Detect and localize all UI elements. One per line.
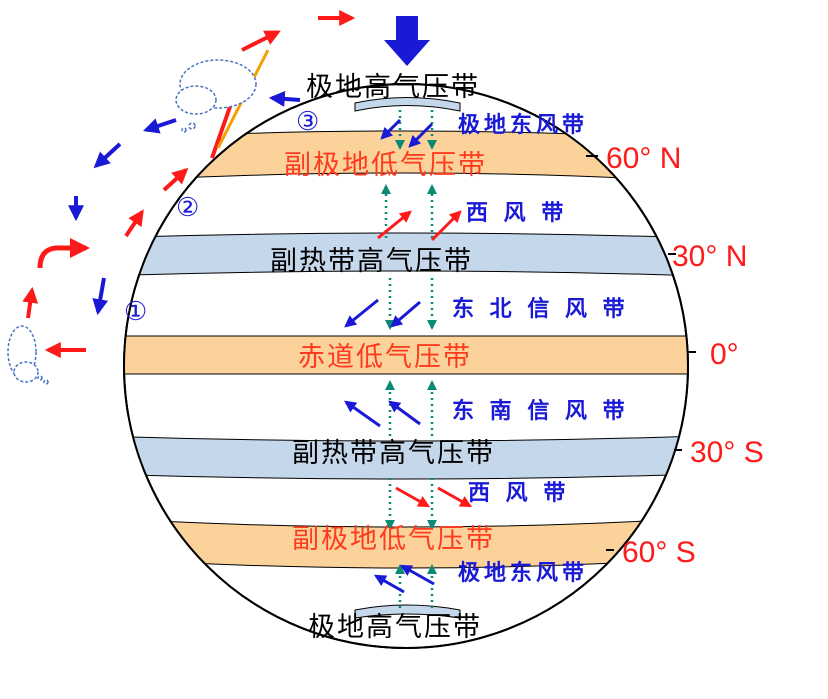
label-lat-30s: 30° S bbox=[690, 436, 764, 469]
label-subpolar-low-south: 副极地低气压带 bbox=[292, 524, 495, 555]
band-polar-high-north bbox=[354, 97, 461, 112]
cloud-icon bbox=[7, 59, 257, 385]
label-lat-equator: 0° bbox=[710, 338, 739, 371]
bands bbox=[124, 97, 688, 619]
label-westerlies-south: 西 风 带 bbox=[468, 481, 569, 506]
label-subtropical-high-north: 副热带高气压带 bbox=[270, 246, 473, 277]
label-lat-60s: 60° S bbox=[622, 536, 696, 569]
band-subtropical-high-north bbox=[124, 232, 688, 277]
label-subpolar-low-north: 副极地低气压带 bbox=[284, 150, 487, 181]
vertical-flows bbox=[381, 110, 437, 608]
label-se-trades: 东 南 信 风 带 bbox=[452, 398, 629, 424]
label-lat-60n: 60° N bbox=[606, 142, 681, 175]
label-cell-2: ② bbox=[176, 192, 199, 222]
band-subpolar-low-north bbox=[124, 130, 688, 183]
band-equatorial-low bbox=[124, 335, 688, 375]
band-polar-high-south bbox=[354, 604, 461, 619]
label-cell-1: ① bbox=[124, 296, 147, 326]
label-equatorial-low: 赤道低气压带 bbox=[298, 342, 472, 373]
label-westerlies-north: 西 风 带 bbox=[466, 201, 567, 226]
label-polar-easterlies-north: 极地东风带 bbox=[458, 112, 588, 138]
band-subpolar-low-south bbox=[124, 517, 688, 569]
label-polar-easterlies-south: 极地东风带 bbox=[458, 560, 588, 586]
label-lat-30n: 30° N bbox=[672, 240, 747, 273]
band-subtropical-high-south bbox=[124, 435, 688, 480]
label-polar-high-north: 极地高气压带 bbox=[306, 72, 480, 103]
latitude-ticks bbox=[586, 155, 696, 551]
label-ne-trades: 东 北 信 风 带 bbox=[452, 296, 629, 322]
down-arrow-icon bbox=[384, 16, 430, 66]
label-polar-high-south: 极地高气压带 bbox=[308, 612, 482, 643]
label-subtropical-high-south: 副热带高气压带 bbox=[292, 438, 495, 469]
label-cell-3: ③ bbox=[296, 106, 319, 136]
surface-wind-arrows bbox=[344, 118, 473, 594]
curved-arrow-icon bbox=[37, 238, 90, 269]
